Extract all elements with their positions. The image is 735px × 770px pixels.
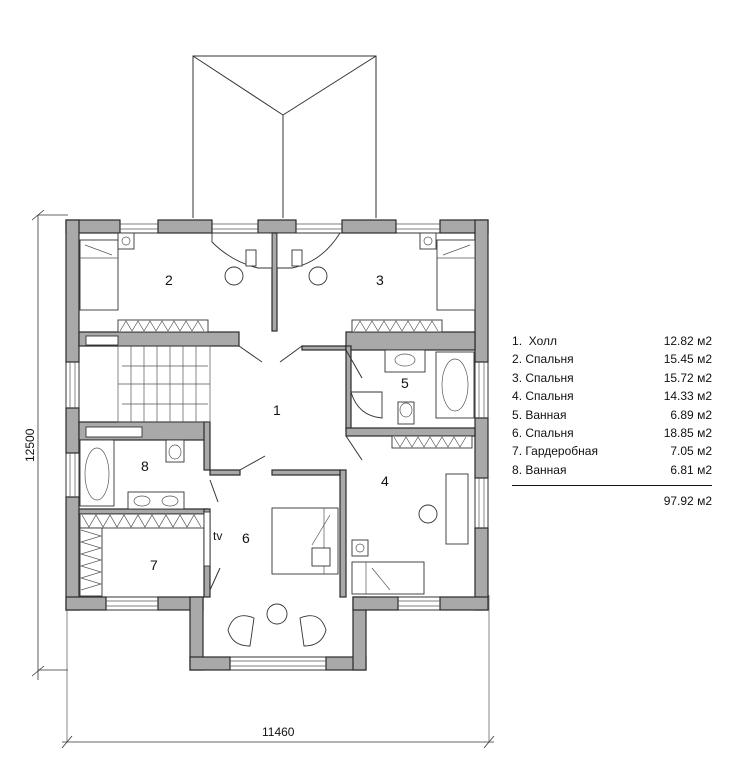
room-number-1: 1 [273, 402, 281, 418]
total-area: 97.92 м2 [663, 494, 712, 509]
height-dimension: 12500 [23, 428, 37, 462]
bathroom-8-fixtures [79, 439, 185, 510]
exterior-walls [65, 219, 489, 671]
room-number-8: 8 [141, 458, 149, 474]
legend-divider [512, 485, 712, 487]
tv-label: tv [213, 529, 222, 543]
windows [69, 223, 485, 667]
bedroom-6-furniture [203, 507, 339, 647]
staircase [85, 335, 211, 438]
bedroom-4-furniture [351, 473, 469, 595]
room-number-4: 4 [381, 473, 389, 489]
room-number-2: 2 [165, 272, 173, 288]
roof-outline [192, 55, 377, 218]
bedroom-3-furniture [276, 232, 476, 311]
room-number-7: 7 [150, 557, 158, 573]
room-number-3: 3 [376, 272, 384, 288]
interior-walls [78, 232, 476, 598]
wardrobes [79, 319, 473, 597]
room-number-5: 5 [401, 375, 409, 391]
room-numbers: 1 2 3 4 5 6 7 8 tv [141, 272, 409, 573]
dimension-lines [31, 209, 495, 749]
room-number-6: 6 [242, 530, 250, 546]
bedroom-2-furniture [79, 232, 273, 311]
doors [209, 345, 363, 591]
bathroom-5-fixtures [350, 349, 475, 425]
width-dimension: 11460 [262, 725, 295, 739]
